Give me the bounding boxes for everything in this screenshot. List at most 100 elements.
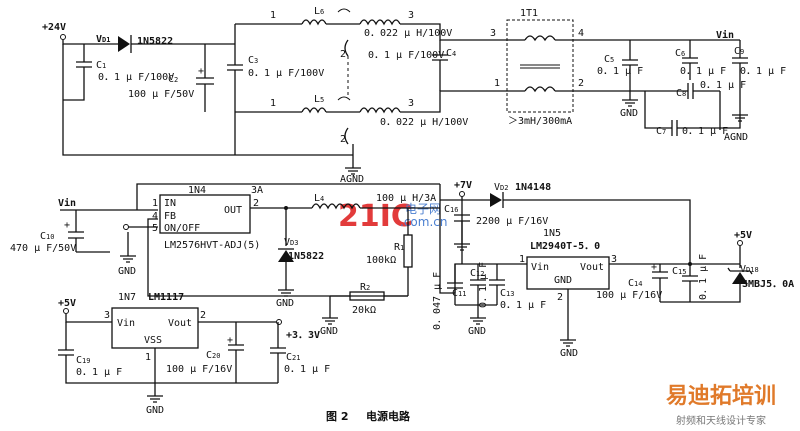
l6-value: 0．022 μ H/100V [364, 28, 452, 39]
t1-pin3: 3 [490, 28, 496, 39]
lm2576-3a: 3A [251, 185, 263, 196]
c4-label: C4 [446, 48, 456, 59]
lm1117-p1: 1 [145, 352, 151, 363]
vd3-label: VD3 [284, 237, 298, 248]
t1-spec: ＞3mH/300mA [508, 116, 572, 127]
c10-plus: + [64, 220, 70, 231]
c19-label: C19 [76, 355, 90, 366]
brand-tagline: 射频和天线设计专家 [676, 414, 766, 427]
v24-label: +24V [42, 22, 66, 33]
diode-vd18 [727, 267, 753, 284]
diode-vd3 [278, 248, 294, 262]
vd1-label: VD1 [96, 34, 110, 45]
l4-label: L4 [314, 193, 324, 204]
gnd-vd3: GND [276, 298, 294, 309]
c2-plus: + [198, 66, 204, 77]
lm2940-vout: Vout [580, 262, 604, 273]
c8-value: 0．1 μ F [700, 80, 746, 91]
c9-value: 0．1 μ F [740, 66, 786, 77]
lm2940-regulator: +7V VD2 1N4148 C16 2200 μ F/16V 1N5 LM29… [432, 180, 794, 359]
lm2576-p5: 5 [152, 223, 158, 234]
lm2940-p2: 2 [557, 292, 563, 303]
d1-part: 1N5822 [137, 36, 173, 47]
diode-vd1 [118, 35, 132, 53]
c1-label: C1 [96, 60, 106, 71]
lm1117-p2: 2 [200, 310, 206, 321]
gnd-top: GND [620, 108, 638, 119]
resistor-r1 [403, 234, 413, 268]
c12-value: 0．1 μ F [478, 262, 489, 308]
lm2576-chip [159, 194, 251, 234]
lm1117-vout: Vout [168, 318, 192, 329]
c19-value: 0．1 μ F [76, 367, 122, 378]
t1-pin1: 1 [494, 78, 500, 89]
l5-pin1: 1 [270, 98, 276, 109]
vd2-label: VD2 [494, 182, 508, 193]
gnd-r2: GND [320, 326, 338, 337]
l5-pin3: 3 [408, 98, 414, 109]
c11-value: 0．047 μ F [432, 272, 443, 330]
lm2576-out: OUT [224, 205, 242, 216]
l6-pin2: 2 [340, 49, 346, 60]
inductor-l5 [301, 96, 401, 114]
c12-label: C12 [470, 268, 484, 279]
c14-plus: + [651, 262, 657, 273]
top-input-filter: +24V VD1 1N5822 C1 0．1 μ F/100V + C2 100… [42, 6, 505, 185]
c6-label: C6 [675, 48, 685, 59]
c15-label: C15 [672, 266, 686, 277]
c16-label: C16 [444, 204, 458, 215]
lm2576-p1: 1 [152, 198, 158, 209]
v7-label: +7V [454, 180, 472, 191]
v5-left: +5V [58, 298, 76, 309]
gnd-lm1117: GND [146, 405, 164, 416]
gnd-lm2940: GND [560, 348, 578, 359]
c10-label: C10 [40, 231, 54, 242]
figure-caption: 图 2 电源电路 [326, 409, 411, 423]
c13-label: C13 [500, 288, 514, 299]
top-output-filter: Vin C5 0．1 μ F GND C6 0．1 μ F C8 0．1 μ F… [573, 29, 786, 143]
c5-label: C5 [604, 54, 614, 65]
watermark-sub2: .com.cn [400, 215, 447, 229]
brand-name: 易迪拓培训 [666, 383, 776, 409]
inductor-l4 [311, 203, 361, 210]
r1-label: R1 [394, 242, 404, 253]
lm1117-part: LM1117 [148, 292, 184, 303]
brand-logo: 易迪拓培训 射频和天线设计专家 [666, 383, 776, 427]
c11-label: C11 [452, 288, 466, 299]
lm1117-p3: 3 [104, 310, 110, 321]
l5-value: 0．022 μ H/100V [380, 117, 468, 128]
t1-pin2: 2 [578, 78, 584, 89]
lm2940-p1: 1 [519, 254, 525, 265]
gnd-c11: GND [468, 326, 486, 337]
agnd-top: AGND [340, 174, 364, 185]
lm1117-vss: VSS [144, 335, 162, 346]
watermark-sub: 电子网 [405, 202, 441, 216]
c16-value: 2200 μ F/16V [476, 216, 548, 227]
d3-part: 1N5822 [288, 251, 324, 262]
c21-label: C21 [286, 352, 300, 363]
lm2940-ref: 1N5 [543, 228, 561, 239]
lm1117-vin: Vin [117, 318, 135, 329]
c3-value: 0．1 μ F/100V [248, 68, 324, 79]
c8-label: C8 [676, 88, 686, 99]
c2-value: 100 μ F/50V [128, 89, 194, 100]
c14-value: 100 μ F/16V [596, 290, 662, 301]
lm2576-p2: 2 [253, 198, 259, 209]
lm2576-ref: 1N4 [188, 185, 206, 196]
lm2576-p4: 4 [152, 211, 158, 222]
v33-label: +3．3V [286, 330, 320, 341]
transformer-t1: 1T1 3 1 4 2 ＞3mH/300mA [490, 8, 584, 127]
c21-value: 0．1 μ F [284, 364, 330, 375]
c10-value: 470 μ F/50V [10, 243, 76, 254]
r2-value: 20kΩ [352, 305, 376, 316]
agnd-right: AGND [724, 132, 748, 143]
r1-value: 100kΩ [366, 255, 396, 266]
c20-plus: + [227, 335, 233, 346]
vin-bottom: Vin [58, 197, 76, 209]
vd18-label: VD18 [740, 264, 759, 275]
lm2576-fb: FB [164, 211, 176, 222]
lm2576-part: LM2576HVT-ADJ(5) [164, 240, 260, 251]
c7-label: C7 [656, 126, 666, 137]
l6-pin1: 1 [270, 10, 276, 21]
